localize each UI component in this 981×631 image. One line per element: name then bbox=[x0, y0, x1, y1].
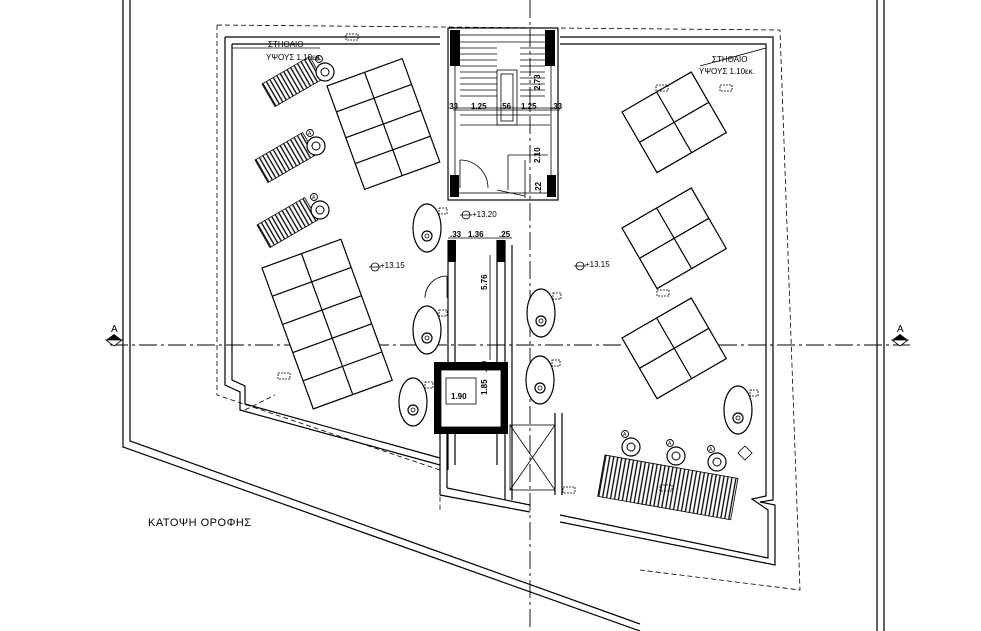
parapet-note-right: ΣΤΗΘΑΙΟ ΥΨΟΥΣ 1.10εκ. bbox=[699, 47, 767, 76]
ac-unit bbox=[525, 355, 561, 405]
svg-text:2.10: 2.10 bbox=[533, 147, 542, 163]
section-marker-right: A bbox=[890, 324, 910, 347]
svg-text:.33: .33 bbox=[447, 102, 459, 111]
water-heater bbox=[305, 128, 326, 156]
svg-text:1.25: 1.25 bbox=[471, 102, 487, 111]
level-mark-left: +13.15 bbox=[369, 261, 405, 272]
svg-text:ΥΨΟΥΣ 1.10εκ.: ΥΨΟΥΣ 1.10εκ. bbox=[699, 67, 755, 76]
svg-text:ΣΤΗΘΑΙΟ: ΣΤΗΘΑΙΟ bbox=[712, 55, 747, 64]
dimension-labels: .33 1.25 .56 1.25 .33 2.73 2.10 .22 .33 … bbox=[447, 74, 563, 401]
vent-shaft bbox=[509, 413, 563, 495]
svg-text:+13.20: +13.20 bbox=[472, 210, 497, 219]
solar-collector-left-2 bbox=[254, 131, 317, 184]
corridor bbox=[447, 240, 513, 500]
svg-text:ΣΤΗΘΑΙΟ: ΣΤΗΘΑΙΟ bbox=[268, 40, 303, 49]
site-boundary bbox=[122, 0, 885, 631]
level-mark-core: +13.20 bbox=[460, 210, 497, 220]
stair-core bbox=[447, 27, 560, 201]
drawing-title: ΚΑΤΟΨΗ ΟΡΟΦΗΣ bbox=[148, 517, 252, 529]
water-heater bbox=[620, 429, 641, 457]
level-mark-right: +13.15 bbox=[574, 260, 610, 271]
water-heater bbox=[665, 438, 686, 466]
svg-text:.20: .20 bbox=[480, 360, 489, 372]
parapet-note-left: ΣΤΗΘΑΙΟ ΥΨΟΥΣ 1.10εκ. bbox=[232, 40, 322, 62]
section-marker-left: A bbox=[104, 324, 124, 347]
svg-text:A: A bbox=[897, 324, 904, 335]
ac-unit bbox=[526, 288, 562, 338]
solar-panel-array-left-1 bbox=[326, 58, 441, 190]
solar-panel-array-right-1 bbox=[621, 71, 727, 174]
ac-unit bbox=[398, 377, 434, 427]
solar-collector-left-1 bbox=[261, 55, 324, 108]
svg-text:1.90: 1.90 bbox=[451, 392, 467, 401]
ac-unit bbox=[723, 385, 759, 435]
ac-unit bbox=[412, 203, 448, 253]
left-roof-parapet bbox=[224, 36, 441, 466]
section-axis bbox=[110, 0, 910, 631]
solar-panel-array-right-3 bbox=[621, 297, 727, 400]
svg-text:+13.15: +13.15 bbox=[380, 261, 405, 270]
svg-text:5.76: 5.76 bbox=[480, 274, 489, 290]
svg-text:.56: .56 bbox=[500, 102, 512, 111]
door-swings bbox=[424, 159, 526, 299]
elevator-shaft bbox=[434, 362, 531, 513]
svg-text:1.85: 1.85 bbox=[480, 379, 489, 395]
solar-panel-array-right-2 bbox=[621, 187, 727, 290]
svg-text:.33: .33 bbox=[551, 102, 563, 111]
water-heater bbox=[309, 192, 330, 220]
svg-text:.25: .25 bbox=[499, 230, 511, 239]
svg-text:1.25: 1.25 bbox=[521, 102, 537, 111]
ac-unit bbox=[412, 305, 448, 355]
solar-collector-right bbox=[597, 454, 739, 521]
svg-text:1.36: 1.36 bbox=[468, 230, 484, 239]
solar-collector-left-3 bbox=[256, 196, 319, 249]
svg-text:+13.15: +13.15 bbox=[585, 260, 610, 269]
svg-text:ΥΨΟΥΣ 1.10εκ.: ΥΨΟΥΣ 1.10εκ. bbox=[266, 53, 322, 62]
roof-drains bbox=[277, 33, 753, 494]
svg-text:.33: .33 bbox=[450, 230, 462, 239]
right-roof-parapet bbox=[559, 36, 776, 566]
svg-text:A: A bbox=[111, 324, 118, 335]
solar-panel-array-left-2 bbox=[261, 238, 394, 410]
svg-text:2.73: 2.73 bbox=[533, 74, 542, 90]
svg-text:.22: .22 bbox=[534, 181, 543, 193]
water-heater bbox=[706, 444, 727, 472]
